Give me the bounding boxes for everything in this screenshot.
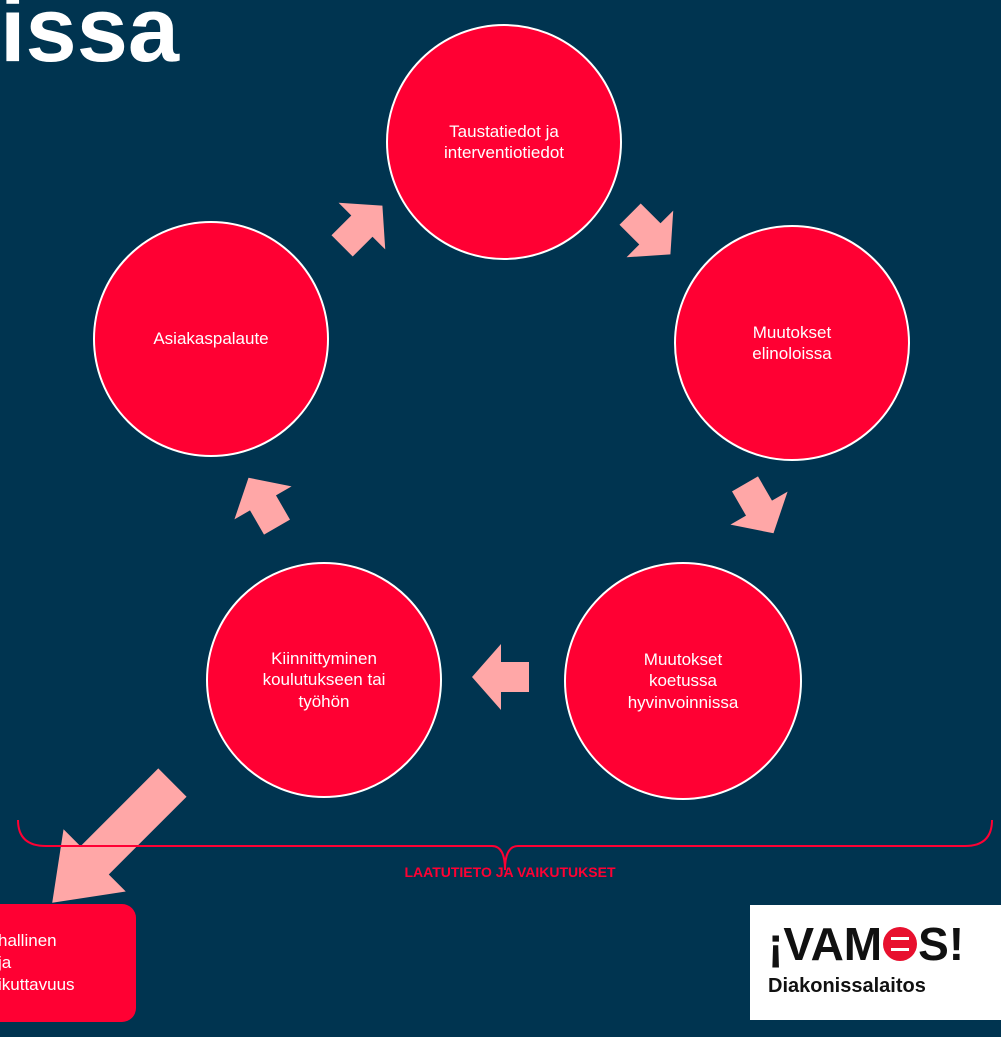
bracket-label: LAATUTIETO JA VAIKUTUKSET [404,864,616,880]
node-muutokset-hyvinvoinnissa-label: Muutokset koetussa hyvinvoinnissa [627,650,739,712]
arrow-taustatiedot-to-elinoloissa [619,203,674,258]
logo-o-icon [883,927,918,961]
node-kiinnittyminen: Kiinnittyminen koulutukseen tai työhön [206,562,442,798]
outcome-box: hallinen ja ikuttavuus [0,904,136,1022]
arrow-kiinnittyminen-to-outcome [52,768,187,903]
logo-text-start: ¡VAM [768,918,883,970]
logo: ¡VAM S! Diakonissalaitos [750,905,1001,1020]
arrow-elinoloissa-to-hyvinvoinnissa [730,476,788,534]
logo-text-end: S! [918,918,965,970]
node-muutokset-elinoloissa-label: Muutokset elinoloissa [752,322,832,363]
bracket [17,819,993,871]
arrow-asiakaspalaute-to-taustatiedot [331,202,386,257]
node-taustatiedot-label: Taustatiedot ja interventiotiedot [443,121,565,162]
node-asiakaspalaute: Asiakaspalaute [93,221,329,457]
node-muutokset-hyvinvoinnissa: Muutokset koetussa hyvinvoinnissa [564,562,802,800]
node-kiinnittyminen-label: Kiinnittyminen koulutukseen tai työhön [262,649,386,711]
logo-wordmark: ¡VAM S! [768,921,1001,967]
page-title: issa [0,0,180,81]
arrow-kiinnittyminen-to-asiakaspalaute [234,477,292,535]
node-muutokset-elinoloissa: Muutokset elinoloissa [674,225,910,461]
node-asiakaspalaute-label: Asiakaspalaute [153,329,269,349]
logo-subtitle: Diakonissalaitos [768,975,926,997]
arrow-hyvinvoinnissa-to-kiinnittyminen [472,644,529,710]
node-taustatiedot: Taustatiedot ja interventiotiedot [386,24,622,260]
outcome-label: hallinen ja ikuttavuus [0,930,75,995]
